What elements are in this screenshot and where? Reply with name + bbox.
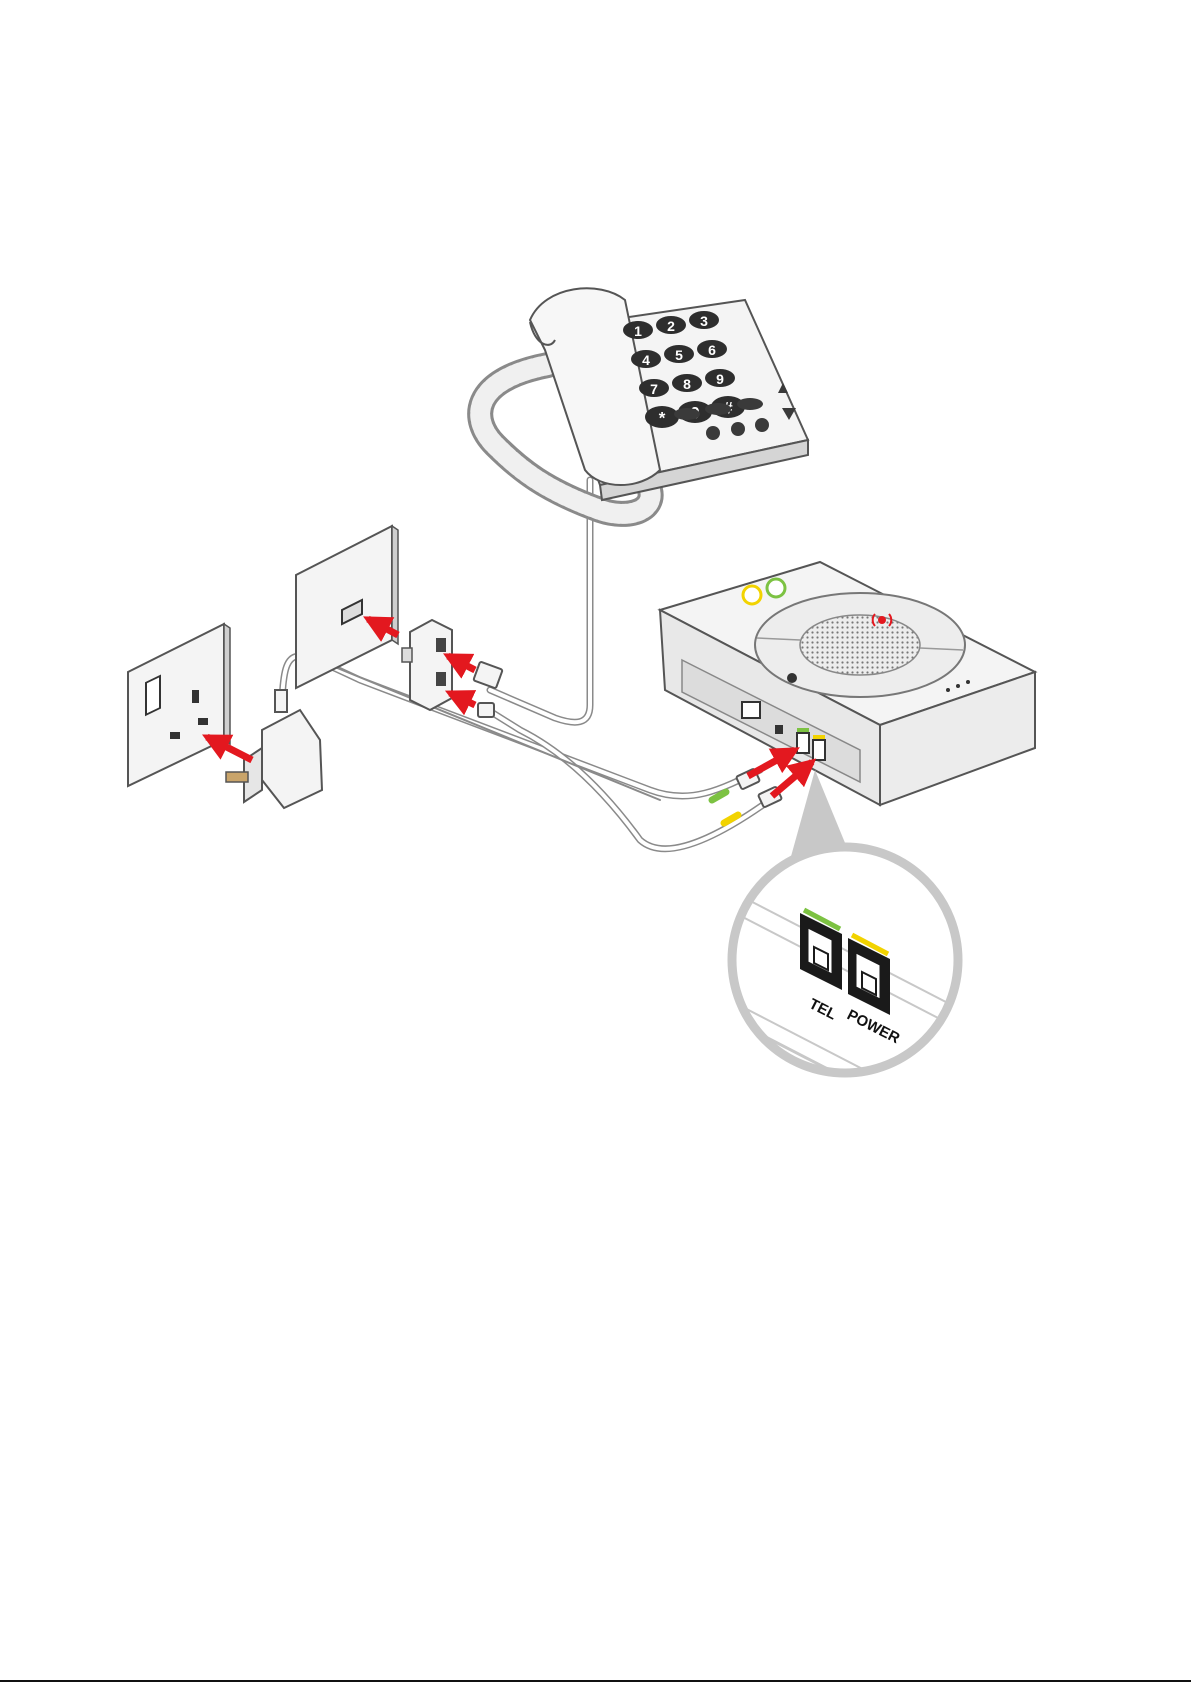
keypad-key: *	[645, 406, 679, 428]
base-unit	[660, 562, 1035, 805]
status-light-green	[767, 579, 785, 597]
keypad-key: 8	[672, 374, 702, 392]
arrow-cable-to-splitter	[450, 693, 475, 705]
keypad-key: 2	[656, 316, 686, 334]
splitter-upper-port	[436, 638, 446, 652]
keypad-key: 4	[631, 350, 661, 368]
port-callout: TEL POWER	[700, 770, 1000, 1158]
keypad-key-label: 9	[716, 371, 724, 387]
keypad-key-label: *	[659, 409, 666, 428]
keypad-key-label: 6	[708, 342, 716, 358]
keypad-key-label: 5	[675, 347, 683, 363]
keypad-key-label: 7	[650, 381, 658, 397]
line-port	[742, 702, 760, 718]
splitter-lower-port	[436, 672, 446, 686]
telephone-plug	[473, 661, 502, 688]
brand-logo-icon	[787, 673, 797, 683]
status-light-yellow	[743, 586, 761, 604]
wall-phone-socket	[296, 526, 398, 688]
arrow-yellow-to-power-port	[772, 762, 812, 796]
keypad-key-label: 2	[667, 318, 675, 334]
page-bottom-rule	[0, 1680, 1191, 1682]
wall-power-socket	[128, 624, 230, 786]
keypad-key-label: 3	[700, 313, 708, 329]
switch-port	[775, 725, 783, 734]
keypad-key-label: 4	[642, 352, 650, 368]
keypad-key-label: 8	[683, 376, 691, 392]
keypad-key: 7	[639, 379, 669, 397]
phone-splitter	[402, 620, 452, 710]
tel-port	[797, 733, 809, 753]
keypad-key: 6	[697, 340, 727, 358]
keypad-key: 3	[689, 311, 719, 329]
keypad-key: 9	[705, 369, 735, 387]
power-port	[813, 740, 825, 760]
speaker-grille	[800, 615, 920, 675]
socket-switch	[146, 676, 160, 715]
splitter-cable-plug	[478, 703, 494, 717]
arrow-green-to-tel-port	[748, 750, 795, 776]
keypad-key-label: 1	[634, 323, 642, 339]
keypad-key: 1	[623, 321, 653, 339]
phone-cable	[490, 480, 590, 722]
keypad-key: 5	[664, 345, 694, 363]
power-adapter	[226, 690, 322, 808]
